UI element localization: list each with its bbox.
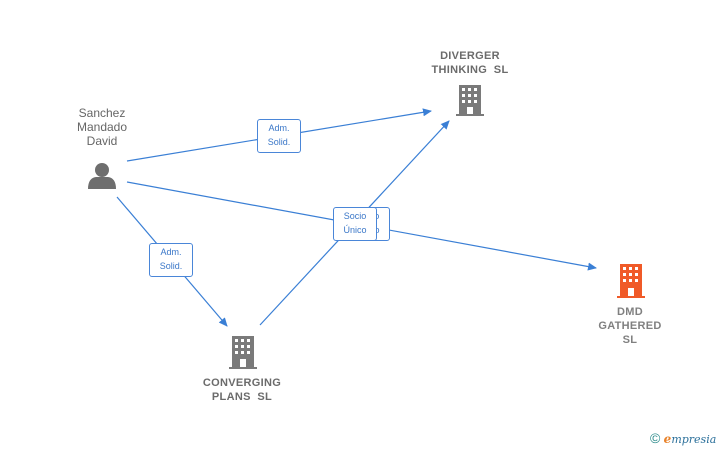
person-icon[interactable] bbox=[88, 163, 116, 189]
person-name-line-2: Mandado bbox=[76, 120, 128, 134]
edge-label-adm-solid-converging[interactable]: Adm. Solid. bbox=[149, 243, 193, 277]
brand-name: mpresia bbox=[671, 433, 717, 446]
dmd-line-3: SL bbox=[622, 334, 638, 346]
dmd-line-1: DMD bbox=[617, 306, 643, 318]
company-label-converging[interactable]: CONVERGING PLANS SL bbox=[182, 376, 302, 404]
edge-label-line-1: Adm. bbox=[268, 123, 290, 133]
edge-label-line-2: Solid. bbox=[159, 261, 183, 271]
diverger-line-2: THINKING SL bbox=[431, 64, 509, 76]
brand-logo[interactable]: © empresia bbox=[650, 430, 716, 446]
edge-label-line-1: Socio bbox=[343, 211, 367, 221]
company-label-diverger[interactable]: DIVERGER THINKING SL bbox=[410, 49, 530, 77]
edge-label-adm-solid-diverger[interactable]: Adm. Solid. bbox=[257, 119, 301, 153]
company-label-dmd[interactable]: DMD GATHERED SL bbox=[590, 305, 670, 347]
person-name-line-1: Sanchez bbox=[78, 106, 126, 120]
dmd-line-2: GATHERED bbox=[598, 320, 662, 332]
converging-line-1: CONVERGING bbox=[202, 377, 282, 389]
building-icon-converging[interactable] bbox=[229, 336, 257, 369]
person-name-label[interactable]: Sanchez Mandado David bbox=[62, 106, 142, 148]
edge-label-line-2: Único bbox=[343, 225, 367, 235]
building-icon-diverger[interactable] bbox=[456, 85, 484, 116]
edge-label-socio-unico-diverger[interactable]: Socio Único bbox=[333, 207, 377, 241]
person-name-line-3: David bbox=[86, 134, 118, 148]
brand-initial: e bbox=[663, 432, 672, 446]
diverger-line-1: DIVERGER bbox=[440, 50, 500, 62]
converging-line-2: PLANS SL bbox=[211, 391, 273, 403]
building-icon-dmd[interactable] bbox=[617, 264, 645, 298]
copyright-icon: © bbox=[650, 430, 661, 446]
edge-label-line-1: Adm. bbox=[160, 247, 182, 257]
edge-label-line-2: Solid. bbox=[267, 137, 291, 147]
